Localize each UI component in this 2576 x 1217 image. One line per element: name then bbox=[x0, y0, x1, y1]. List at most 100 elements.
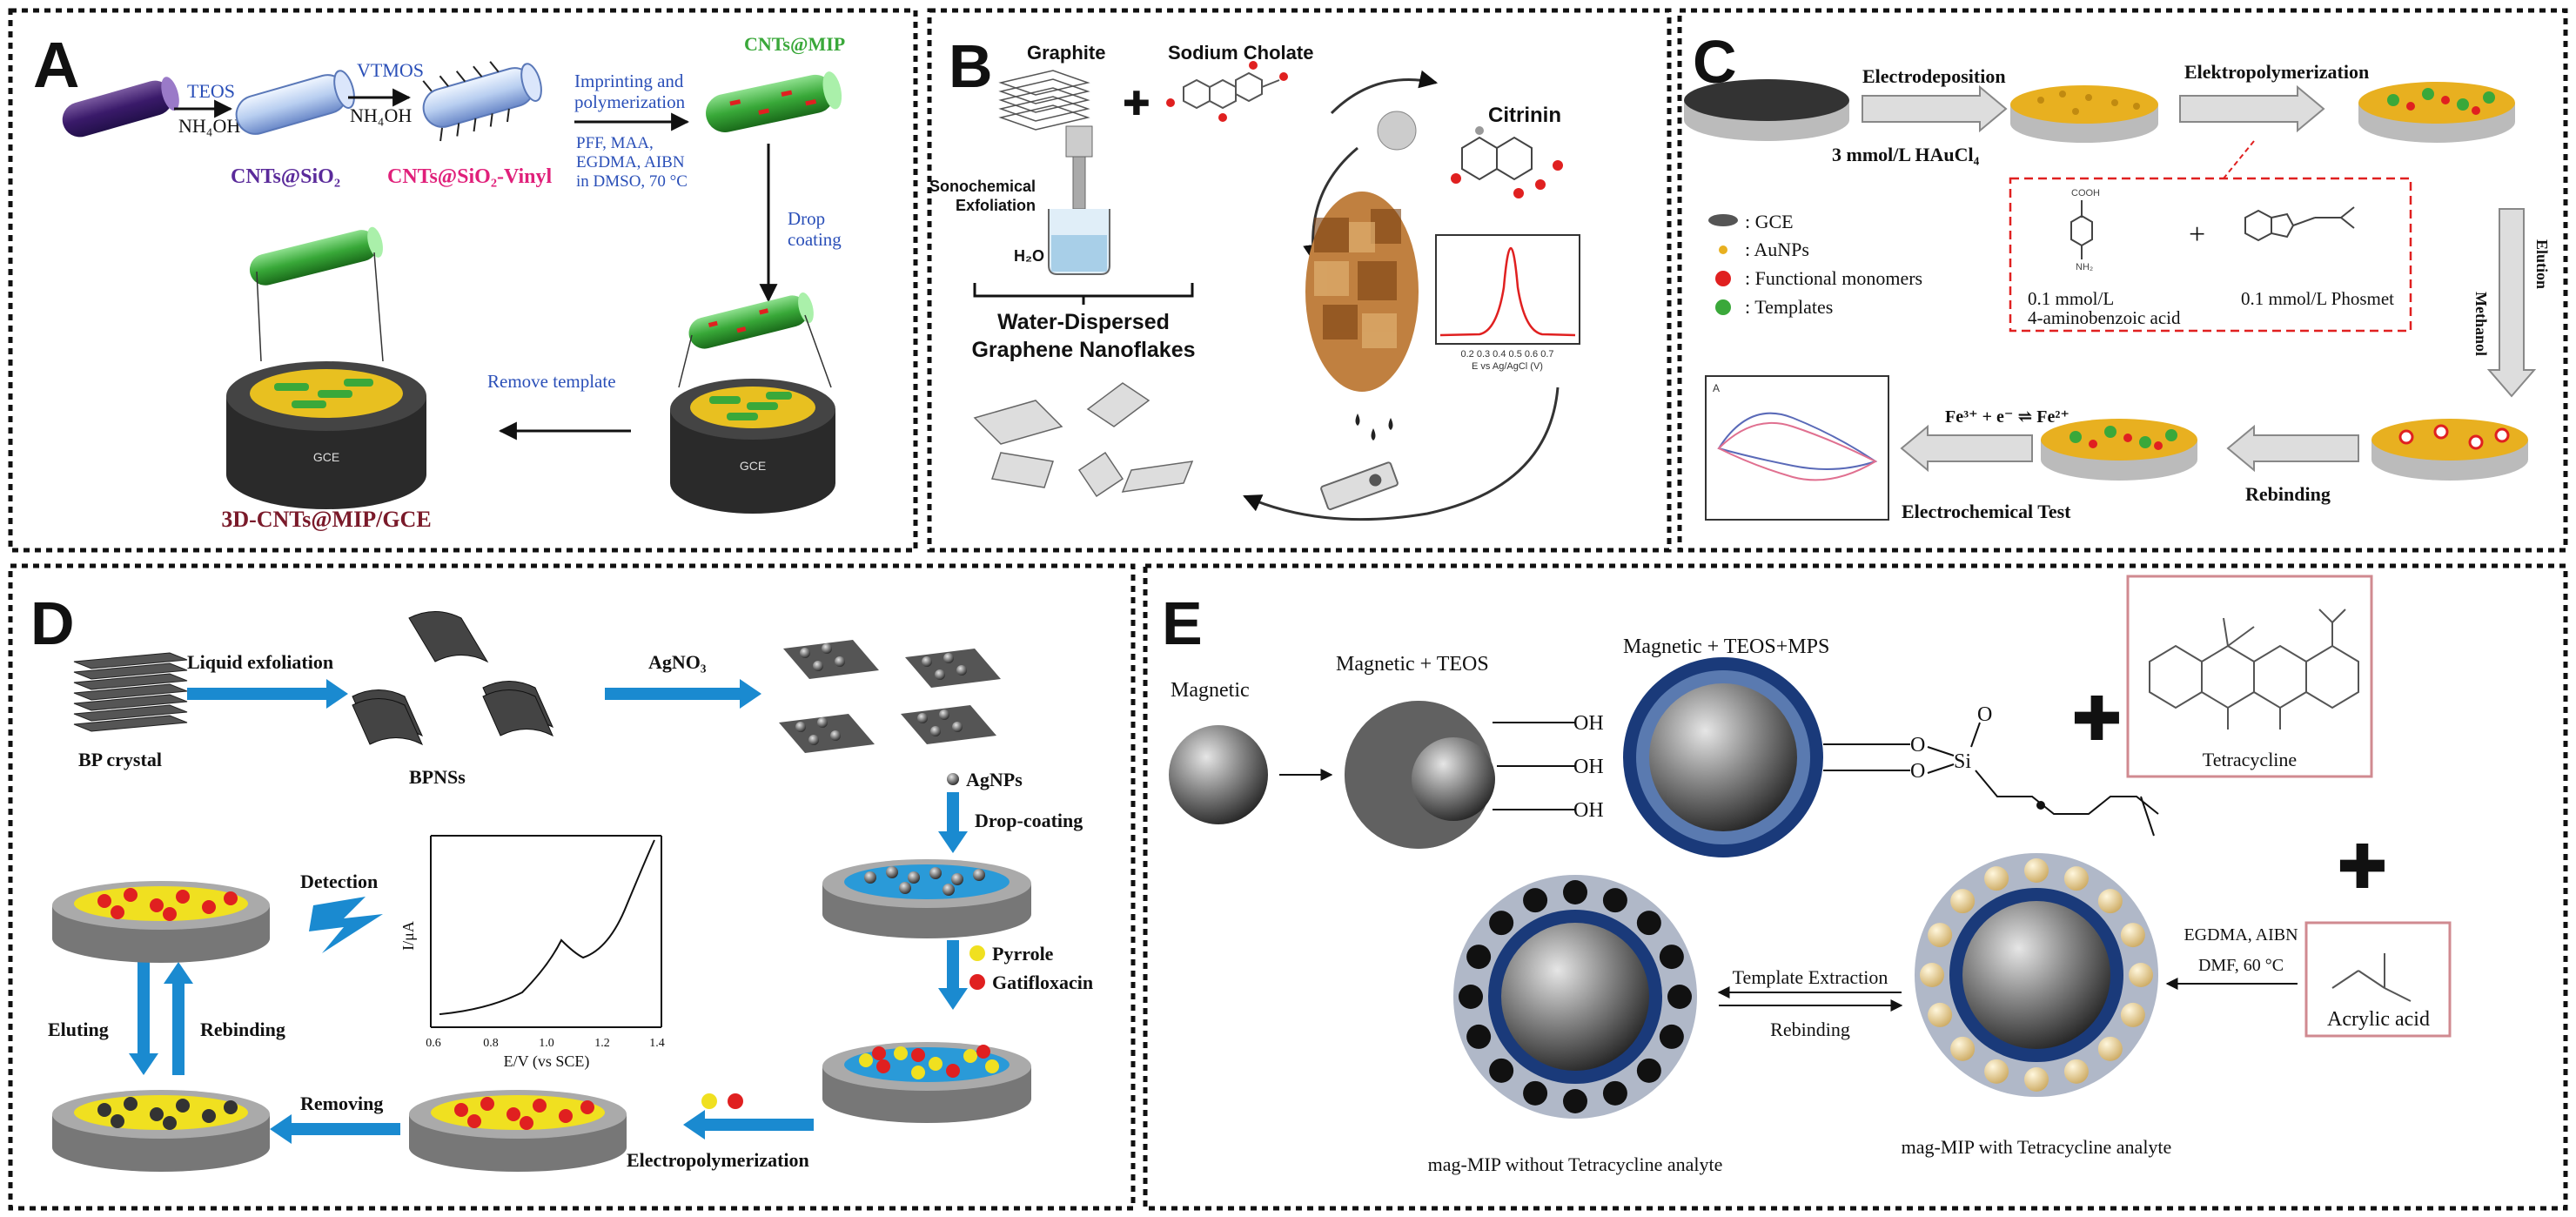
mps-chain bbox=[1975, 770, 2159, 815]
svg-text:I/μA: I/μA bbox=[399, 921, 417, 951]
plus-b: ✚ bbox=[1123, 86, 1150, 123]
arrow-d4 bbox=[938, 940, 968, 1010]
reagents-label-2: EGDMA, AIBN bbox=[576, 153, 685, 171]
cnt-vinyl-tube bbox=[422, 61, 542, 142]
svg-text:COOH: COOH bbox=[2071, 188, 2100, 198]
si-label: Si bbox=[1954, 750, 1971, 773]
acrylic-molecule-icon bbox=[2331, 953, 2412, 1002]
template-pearl bbox=[1928, 923, 1953, 948]
panel-a-letter: A bbox=[33, 29, 79, 101]
panel-e-letter: E bbox=[1162, 589, 1203, 657]
mag-mip-without-sphere bbox=[1453, 875, 1697, 1119]
agnp-sheets-icon bbox=[779, 640, 1001, 753]
o-label-2: O bbox=[1910, 760, 1925, 783]
tetracycline-molecule-icon bbox=[2149, 608, 2359, 730]
cavity-hole bbox=[1466, 1024, 1492, 1049]
template-pearl bbox=[2063, 866, 2089, 891]
svg-text:: Functional monomers: : Functional monomers bbox=[1745, 267, 1922, 289]
aminobenzoic-molecule-icon: COOH NH₂ bbox=[2070, 188, 2100, 272]
haucl-label: 3 mmol/L HAuCl₄ bbox=[1832, 144, 1980, 165]
fungus-icon bbox=[1377, 111, 1417, 151]
mag-teos-sphere bbox=[1345, 701, 1495, 849]
gati-label: Gatifloxacin bbox=[992, 972, 1093, 993]
arrow-d5 bbox=[683, 1110, 814, 1140]
svg-text:1.4: 1.4 bbox=[649, 1037, 665, 1050]
spice-plate-icon bbox=[1305, 192, 1419, 392]
mps-oxygen bbox=[2036, 801, 2045, 810]
svg-text:E vs Ag/AgCl (V): E vs Ag/AgCl (V) bbox=[1472, 361, 1543, 372]
cnt-mip-tube bbox=[706, 71, 842, 132]
citrinin-molecule-icon bbox=[1451, 126, 1563, 198]
gce-electrode-left: GCE bbox=[226, 361, 426, 509]
electropoly-label: Elektropolymerization bbox=[2184, 61, 2369, 83]
agnp-legend-dot bbox=[947, 773, 959, 785]
template-pearl bbox=[1984, 866, 2009, 891]
methanol-label: Methanol bbox=[2472, 292, 2490, 356]
mip-with-label: mag-MIP with Tetracycline analyte bbox=[1902, 1136, 2172, 1158]
cavity-hole bbox=[1459, 985, 1483, 1009]
teos-label: TEOS bbox=[187, 80, 235, 102]
eluting-label: Eluting bbox=[48, 1019, 109, 1040]
liquid-label: Liquid exfoliation bbox=[187, 651, 333, 673]
dmf-label: DMF, 60 °C bbox=[2198, 956, 2284, 975]
mono-label-1b: 4-aminobenzoic acid bbox=[2028, 307, 2181, 328]
cnt-sio2-tube bbox=[235, 70, 355, 135]
svg-text:0.8: 0.8 bbox=[483, 1037, 499, 1050]
oh-label-2: OH bbox=[1573, 756, 1604, 778]
mag-teos-mps-sphere bbox=[1623, 657, 1823, 857]
cavity-hole bbox=[1563, 1089, 1587, 1113]
panel-b-letter: B bbox=[949, 32, 993, 100]
cavity-hole bbox=[1563, 880, 1587, 904]
cnts-sio2-label: CNTs@SiO₂ bbox=[231, 165, 340, 188]
citrinin-label: Citrinin bbox=[1488, 104, 1561, 127]
cnts-mip-label: CNTs@MIP bbox=[744, 33, 845, 55]
arrow-d2 bbox=[605, 679, 761, 709]
svg-text:GCE: GCE bbox=[740, 459, 766, 473]
electrode-d-cavities bbox=[52, 1090, 270, 1172]
electrode-d-polymer bbox=[409, 1090, 627, 1172]
gce-disc-c5 bbox=[2041, 419, 2197, 481]
template-pearl bbox=[2063, 1059, 2089, 1084]
plus-e-2: ✚ bbox=[2337, 833, 2388, 901]
drop-label-d: Drop-coating bbox=[975, 810, 1083, 831]
panel-c-border bbox=[1677, 8, 2568, 553]
sonicator-icon bbox=[1048, 125, 1110, 275]
svg-text:: AuNPs: : AuNPs bbox=[1745, 239, 1809, 260]
water-label-2: Graphene Nanoflakes bbox=[971, 338, 1195, 362]
reagents-label-1: PFF, MAA, bbox=[576, 134, 654, 152]
arrow-d3 bbox=[938, 792, 968, 853]
monomer-box bbox=[2009, 177, 2412, 333]
cavity-hole bbox=[1523, 888, 1548, 913]
o-label-3: O bbox=[1977, 703, 1992, 726]
template-pearl bbox=[2024, 1067, 2049, 1092]
plus-c: + bbox=[2189, 219, 2205, 251]
template-pearls bbox=[1920, 858, 2153, 1092]
nh4oh-label-2: NH₄OH bbox=[350, 104, 412, 126]
remove-template-label: Remove template bbox=[487, 371, 616, 392]
cavity-hole bbox=[1659, 945, 1684, 970]
template-ext-label: Template Extraction bbox=[1733, 966, 1888, 988]
citrinin-voltammogram: 0.2 0.3 0.4 0.5 0.6 0.7 E vs Ag/AgCl (V) bbox=[1435, 234, 1580, 372]
pyrrole-dot bbox=[969, 945, 985, 961]
egdma-label: EGDMA, AIBN bbox=[2184, 925, 2298, 945]
cavity-hole bbox=[1523, 1080, 1548, 1106]
oh-label-3: OH bbox=[1573, 799, 1604, 822]
magnetic-core bbox=[1169, 725, 1268, 824]
bp-label: BP crystal bbox=[78, 749, 162, 770]
screen-printed-electrode-icon bbox=[1320, 414, 1399, 511]
cnt-mip-tube-3 bbox=[249, 226, 383, 286]
bpns-sheets-icon bbox=[352, 611, 554, 746]
svg-text:: GCE: : GCE bbox=[1745, 211, 1794, 232]
bp-crystal-icon bbox=[73, 652, 188, 732]
template-pearl bbox=[2129, 963, 2153, 987]
mip-without-label: mag-MIP without Tetracycline analyte bbox=[1428, 1153, 1723, 1175]
cavity-hole bbox=[1489, 1058, 1514, 1083]
cavity-hole bbox=[1466, 945, 1492, 970]
graphite-label: Graphite bbox=[1027, 42, 1105, 64]
rebinding-label-e: Rebinding bbox=[1770, 1019, 1850, 1040]
tetracycline-box bbox=[2126, 575, 2373, 778]
gce-disc-c3 bbox=[2358, 82, 2515, 143]
mag-teos-label: Magnetic + TEOS bbox=[1336, 653, 1489, 676]
cholate-label: Sodium Cholate bbox=[1168, 42, 1313, 64]
